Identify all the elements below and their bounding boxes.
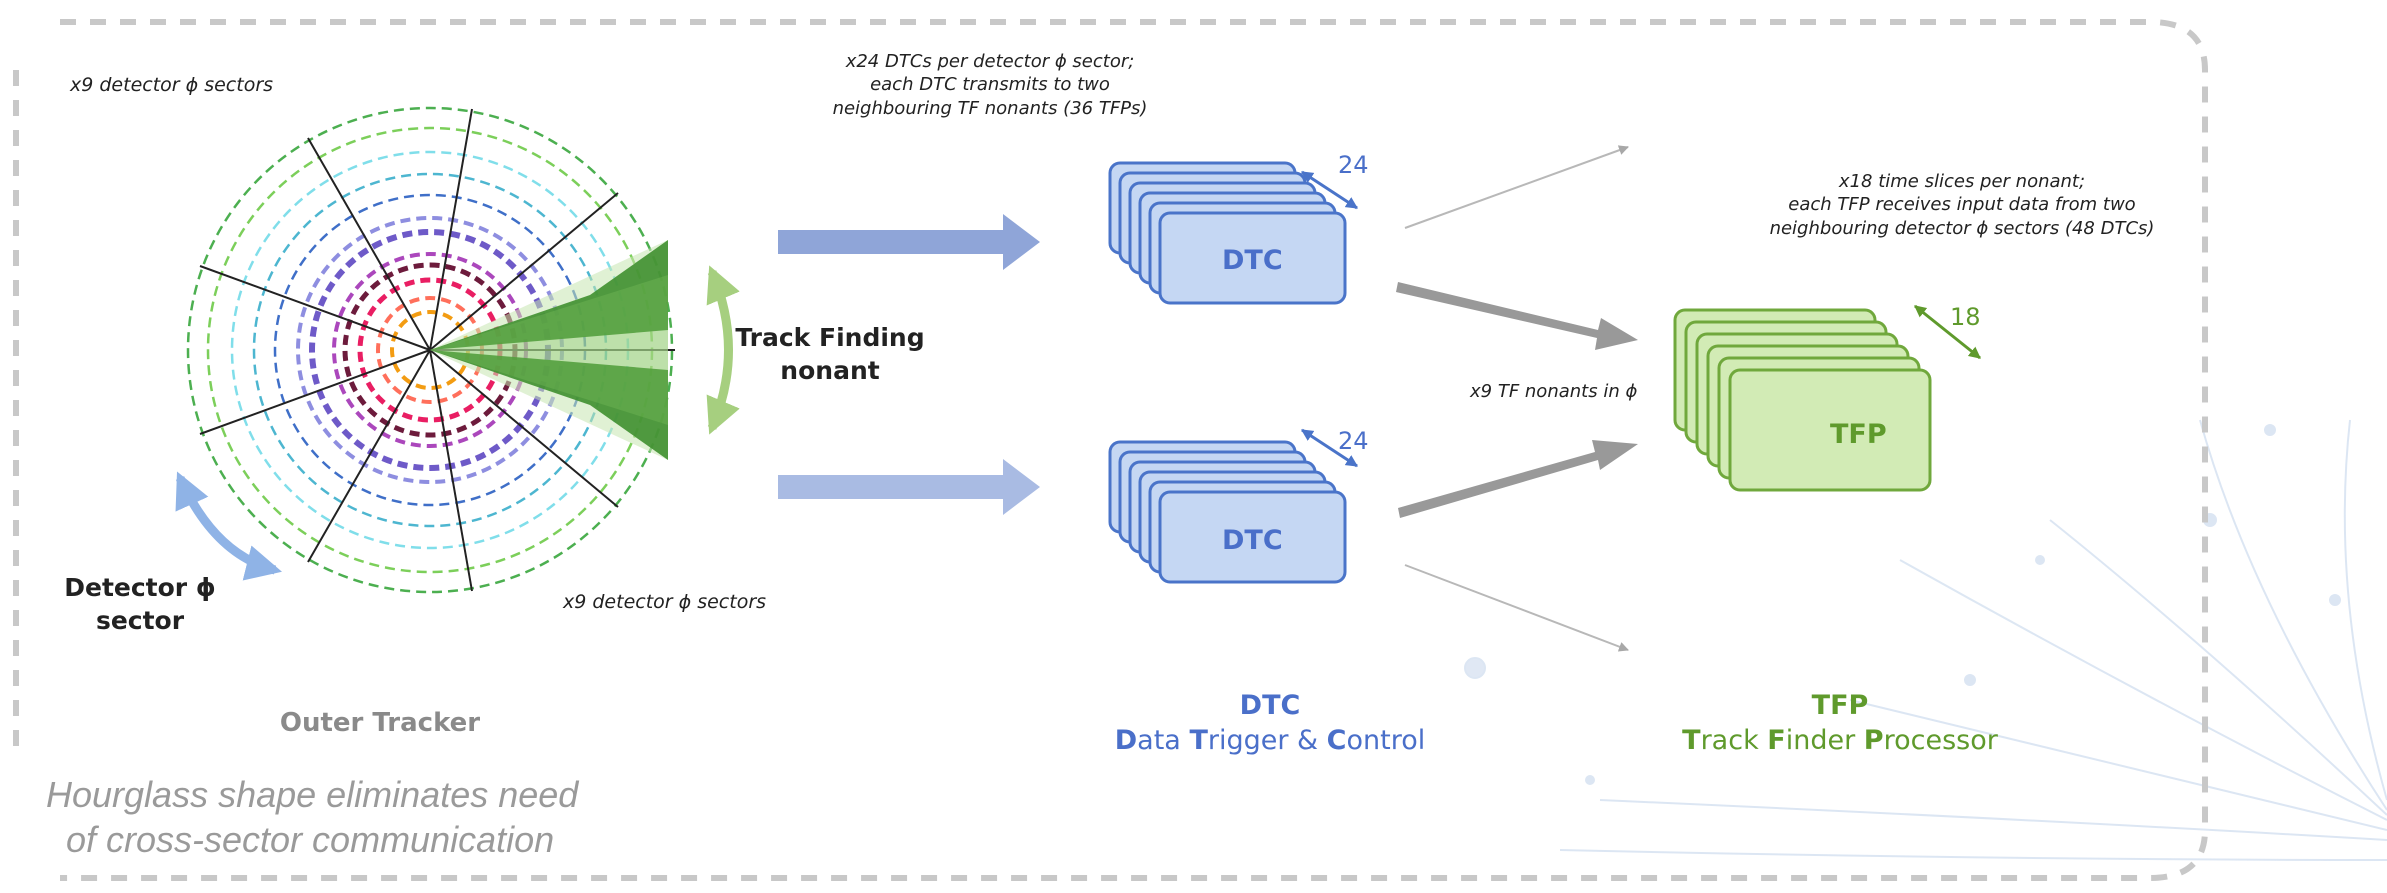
decorative-background-lines bbox=[1464, 419, 2387, 861]
arrow-dtc-lower-to-tfp bbox=[1398, 440, 1638, 518]
tfp-word-finder: inder bbox=[1785, 725, 1864, 757]
dtc-word-trigger: rigger & bbox=[1207, 725, 1327, 757]
dtc-stack-lower bbox=[1108, 440, 1347, 584]
tfp-card-6 bbox=[1728, 368, 1932, 492]
arrow-dtc-to-other-lower bbox=[1404, 564, 1629, 652]
dtc-lower-card-6 bbox=[1158, 490, 1347, 584]
track-finding-line2: nonant bbox=[780, 355, 880, 385]
dtc-word-data: ata bbox=[1137, 725, 1190, 757]
tfp-note-line3: neighbouring detector ϕ sectors (48 DTCs… bbox=[1769, 217, 2155, 239]
tfp-initial-p: P bbox=[1863, 725, 1884, 757]
dashed-frame bbox=[13, 19, 2208, 881]
footnote-line2: of cross-sector communication bbox=[66, 819, 555, 860]
dtc-note: x24 DTCs per detector ϕ sector; each DTC… bbox=[780, 50, 1200, 120]
dtc-caption-title: DTC bbox=[1239, 690, 1301, 721]
dtc-upper-count: 24 bbox=[1338, 151, 1369, 179]
arrow-dtc-upper-to-tfp bbox=[1396, 282, 1638, 350]
dtc-lower-count: 24 bbox=[1338, 427, 1369, 455]
tfp-word-track: rack bbox=[1700, 725, 1768, 757]
sectors-label-bottom: x9 detector ϕ sectors bbox=[563, 591, 767, 613]
dtc-caption: DTC Data Trigger & Control bbox=[1110, 688, 1430, 758]
dtc-upper-label: DTC bbox=[1222, 245, 1283, 276]
tfp-caption: TFP Track Finder Processor bbox=[1640, 688, 2040, 758]
dtc-note-line3: neighbouring TF nonants (36 TFPs) bbox=[832, 97, 1148, 119]
tfp-caption-title: TFP bbox=[1811, 690, 1869, 721]
sectors-label-top: x9 detector ϕ sectors bbox=[70, 74, 274, 96]
dtc-stack-upper bbox=[1108, 161, 1347, 305]
tfp-initial-t: T bbox=[1682, 725, 1701, 757]
tfp-count: 18 bbox=[1950, 303, 1981, 331]
dtc-caption-name: Data Trigger & Control bbox=[1110, 723, 1430, 758]
dtc-upper-card-6 bbox=[1158, 211, 1347, 305]
detector-sector-line1: Detector ϕ bbox=[64, 573, 216, 602]
outer-tracker-label: Outer Tracker bbox=[279, 708, 481, 738]
tfp-caption-name: Track Finder Processor bbox=[1640, 723, 2040, 758]
dtc-lower-count-arrow bbox=[1300, 428, 1359, 468]
outer-tracker-disk bbox=[186, 106, 675, 594]
footnote-line1: Hourglass shape eliminates need bbox=[46, 774, 579, 815]
dtc-upper-count-arrow bbox=[1300, 170, 1359, 210]
tfp-count-arrow bbox=[1914, 304, 1981, 360]
dtc-note-line2: each DTC transmits to two bbox=[870, 74, 1110, 96]
arrow-to-dtc-upper bbox=[778, 214, 1040, 270]
tfp-stack bbox=[1673, 308, 1932, 492]
nonant-span-arrow bbox=[706, 265, 740, 435]
tf-nonants-label: x9 TF nonants in ϕ bbox=[1470, 381, 1638, 402]
tfp-stack-label: TFP bbox=[1830, 419, 1887, 450]
detector-sector-line2: sector bbox=[95, 605, 185, 635]
dtc-note-line1: x24 DTCs per detector ϕ sector; bbox=[845, 51, 1135, 72]
dtc-initial-d: D bbox=[1114, 725, 1138, 757]
tfp-note: x18 time slices per nonant; each TFP rec… bbox=[1742, 170, 2182, 240]
sector-span-arrow bbox=[175, 471, 282, 581]
tfp-note-line1: x18 time slices per nonant; bbox=[1838, 171, 2086, 192]
dtc-lower-label: DTC bbox=[1222, 525, 1283, 556]
dtc-word-control: ontrol bbox=[1346, 725, 1426, 757]
arrow-dtc-to-other-upper bbox=[1404, 145, 1629, 229]
tfp-word-processor: rocessor bbox=[1883, 725, 1998, 757]
hourglass-footnote: Hourglass shape eliminates need of cross… bbox=[46, 772, 578, 862]
track-finding-line1: Track Finding bbox=[735, 323, 925, 352]
dtc-initial-t: T bbox=[1189, 725, 1208, 757]
arrow-to-dtc-lower bbox=[778, 459, 1040, 515]
dtc-initial-c: C bbox=[1326, 725, 1347, 757]
track-finding-nonant-label: Track Finding nonant bbox=[730, 322, 930, 387]
tfp-note-line2: each TFP receives input data from two bbox=[1788, 194, 2136, 216]
tfp-initial-f: F bbox=[1767, 725, 1786, 757]
detector-sector-label: Detector ϕ sector bbox=[60, 572, 220, 637]
